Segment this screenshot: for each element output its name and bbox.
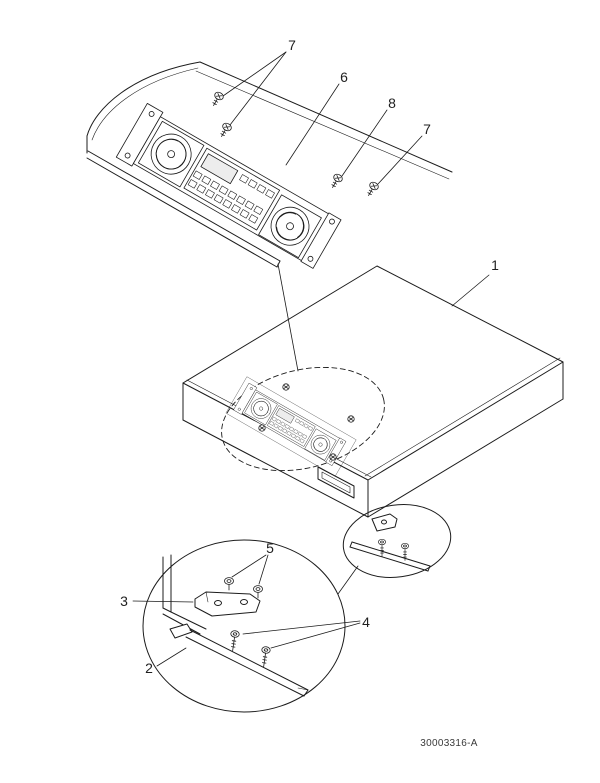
mounting-screw-in-place [282,383,290,391]
panel-in-place [225,376,357,477]
view-boundary-arc-inner [91,67,199,141]
screw-long [227,629,241,652]
mounting-screw-in-place [347,415,355,423]
callout-7-upper: 7 [288,37,296,53]
screw-short [224,577,234,591]
mounting-screw-in-place [258,424,266,432]
view-boundary-end [276,260,281,268]
callout-2: 2 [145,660,153,676]
callout-4: 4 [362,614,370,630]
screw-8 [328,172,345,191]
screw-7-right [364,180,381,199]
chassis-top-face [182,265,564,481]
callout-5: 5 [266,540,274,556]
bracket [194,591,261,617]
front-bezel-opening [317,466,355,499]
screw-long [258,645,272,668]
view-boundary-top [199,61,453,173]
bottom-detail-view [142,539,346,713]
callout-3: 3 [120,593,128,609]
leader-lines [132,51,490,667]
detail-connector-bottom [337,565,359,595]
view-boundary-arc [86,61,201,137]
view-boundary-bottom-inner [86,157,278,268]
callouts: 7 6 8 7 1 5 3 4 2 [120,37,499,676]
callout-1: 1 [491,257,499,273]
hardware-detail-ellipse [342,504,452,578]
screw-in-place [378,538,386,557]
view-boundary-top-inner [195,70,450,180]
callout-6: 6 [340,69,348,85]
mounting-rail [169,623,309,697]
part-number: 30003316-A [420,738,478,749]
chassis [182,265,564,518]
detail-connector-top [277,263,299,372]
screw-short [253,585,263,599]
detail-circle [142,539,346,713]
screw-7-upper-a [209,90,226,109]
callout-8: 8 [388,95,396,111]
view-boundary-bottom [87,150,281,262]
bracket-in-place [371,513,398,532]
callout-7-right: 7 [423,121,431,137]
detail-ellipse-dashed [221,366,385,472]
mounting-screw-in-place [329,453,337,461]
top-detail-view [86,61,453,271]
